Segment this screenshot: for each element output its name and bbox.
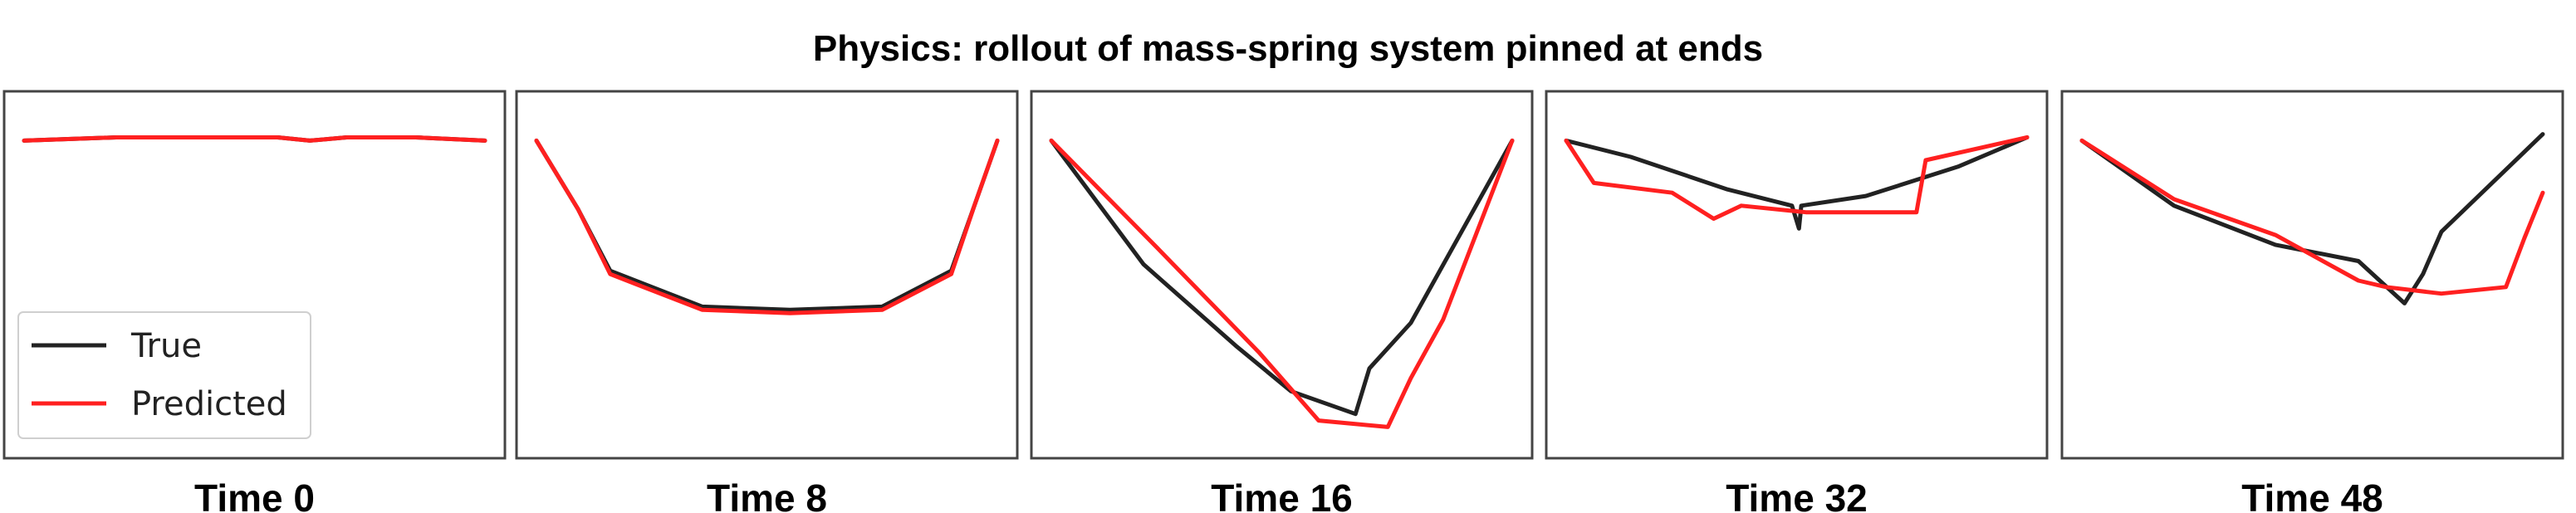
series-true-line <box>1049 138 1515 417</box>
series-predicted-line <box>2079 138 2545 296</box>
series-predicted-line <box>534 138 1000 315</box>
panel-caption: Time 16 <box>1211 476 1352 513</box>
series-true-line <box>2079 132 2545 305</box>
series-predicted-line <box>1564 135 2030 221</box>
panel-frame <box>515 90 1019 460</box>
panel-frame <box>1545 90 2049 460</box>
series-predicted-line <box>22 135 487 143</box>
series-true-line <box>1564 135 2030 231</box>
series-predicted-line <box>1049 138 1515 429</box>
panel-frame <box>1030 90 1534 460</box>
chart-title: Physics: rollout of mass-spring system p… <box>812 28 1764 69</box>
panel-caption: Time 8 <box>707 476 827 513</box>
panel-5: Time 48 <box>2060 90 2564 513</box>
panel-2: Time 8 <box>515 90 1019 513</box>
panel-4: Time 32 <box>1545 90 2049 513</box>
panel-caption: Time 48 <box>2241 476 2383 513</box>
panel-3: Time 16 <box>1030 90 1534 513</box>
legend-label-predicted: Predicted <box>131 385 287 423</box>
panel-frame <box>2060 90 2564 460</box>
legend-label-true: True <box>130 327 202 365</box>
panel-caption: Time 32 <box>1726 476 1867 513</box>
panel-caption: Time 0 <box>194 476 315 513</box>
panel-1: Time 0 <box>2 90 507 513</box>
